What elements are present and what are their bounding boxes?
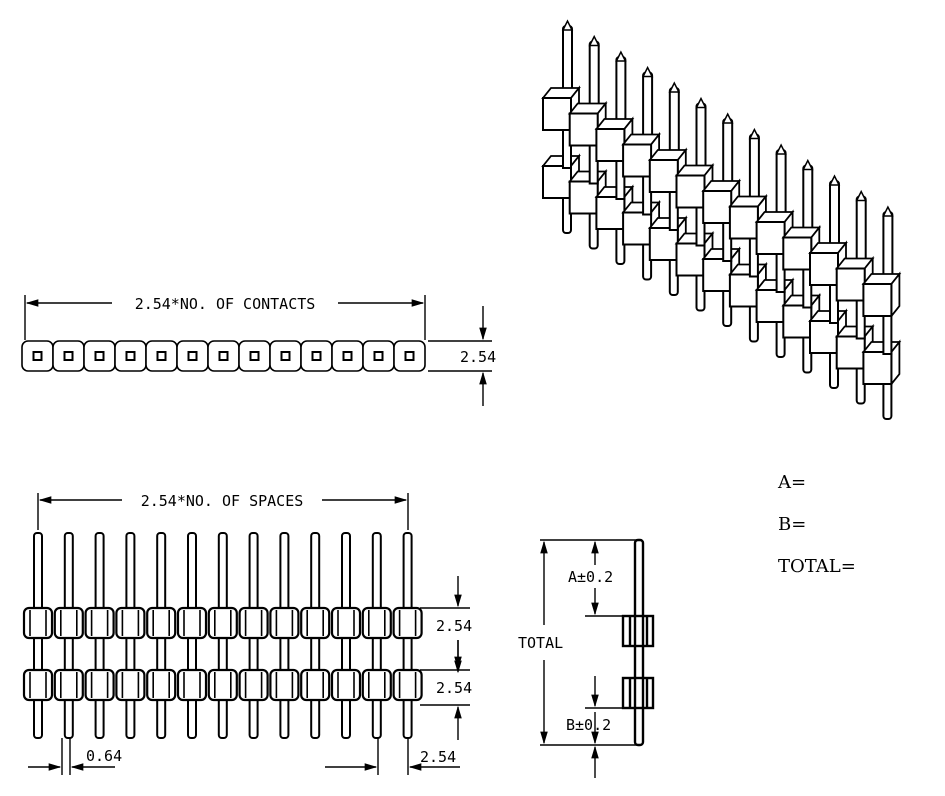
iso-pin-unit (674, 96, 715, 312)
front-pin (176, 532, 208, 739)
total-label: TOTAL (518, 634, 563, 652)
side-pin (633, 538, 645, 747)
front-view: 2.54*NO. OF SPACES 2.54 2.54 0.64 2.54 (22, 492, 472, 775)
front-pin (361, 532, 392, 739)
top-contact (21, 340, 54, 372)
front-pin (207, 532, 238, 739)
top-contact (83, 340, 116, 372)
front-pin-row (22, 532, 423, 739)
top-contact-strip (21, 340, 426, 372)
front-pin (238, 532, 269, 739)
top-contact (176, 340, 209, 372)
spec-fields: A= B= TOTAL= (777, 472, 856, 577)
top-height-label: 2.54 (460, 348, 496, 366)
row-pitch-label-1: 2.54 (436, 617, 472, 635)
iso-pin-unit (861, 205, 902, 420)
pin-width-label: 0.64 (86, 747, 122, 765)
spec-b: B= (778, 514, 806, 535)
front-pin (300, 532, 331, 739)
spec-a: A= (777, 472, 806, 493)
front-pin (22, 532, 54, 739)
front-pin (146, 532, 177, 739)
top-contact (269, 340, 302, 372)
iso-pin-unit (834, 189, 875, 405)
front-pin (84, 532, 115, 739)
a-dimension-label: A±0.2 (568, 568, 613, 586)
spec-total: TOTAL= (778, 556, 856, 577)
top-contact (331, 340, 364, 372)
top-contact (145, 340, 178, 372)
isometric-view (541, 19, 902, 420)
top-contact (114, 340, 147, 372)
front-pin (330, 532, 362, 739)
front-width-label: 2.54*NO. OF SPACES (141, 492, 304, 510)
b-dimension-label: B±0.2 (566, 716, 611, 734)
pin-pitch-label: 2.54 (420, 748, 456, 766)
top-contact (362, 340, 395, 372)
top-contact (52, 340, 85, 372)
front-pin (392, 532, 423, 739)
row-pitch-label-2: 2.54 (436, 679, 472, 697)
side-housing-upper (621, 614, 655, 648)
side-view: TOTAL A±0.2 B±0.2 (518, 538, 655, 778)
front-pin (53, 532, 84, 739)
front-pin (269, 532, 300, 739)
front-pin (115, 532, 146, 739)
top-contact (300, 340, 333, 372)
top-view: 2.54*NO. OF CONTACTS 2.54 (21, 295, 496, 406)
top-contact (393, 340, 426, 372)
top-contact (238, 340, 271, 372)
top-width-label: 2.54*NO. OF CONTACTS (135, 295, 316, 313)
top-contact (207, 340, 240, 372)
side-housing-lower (621, 676, 655, 710)
